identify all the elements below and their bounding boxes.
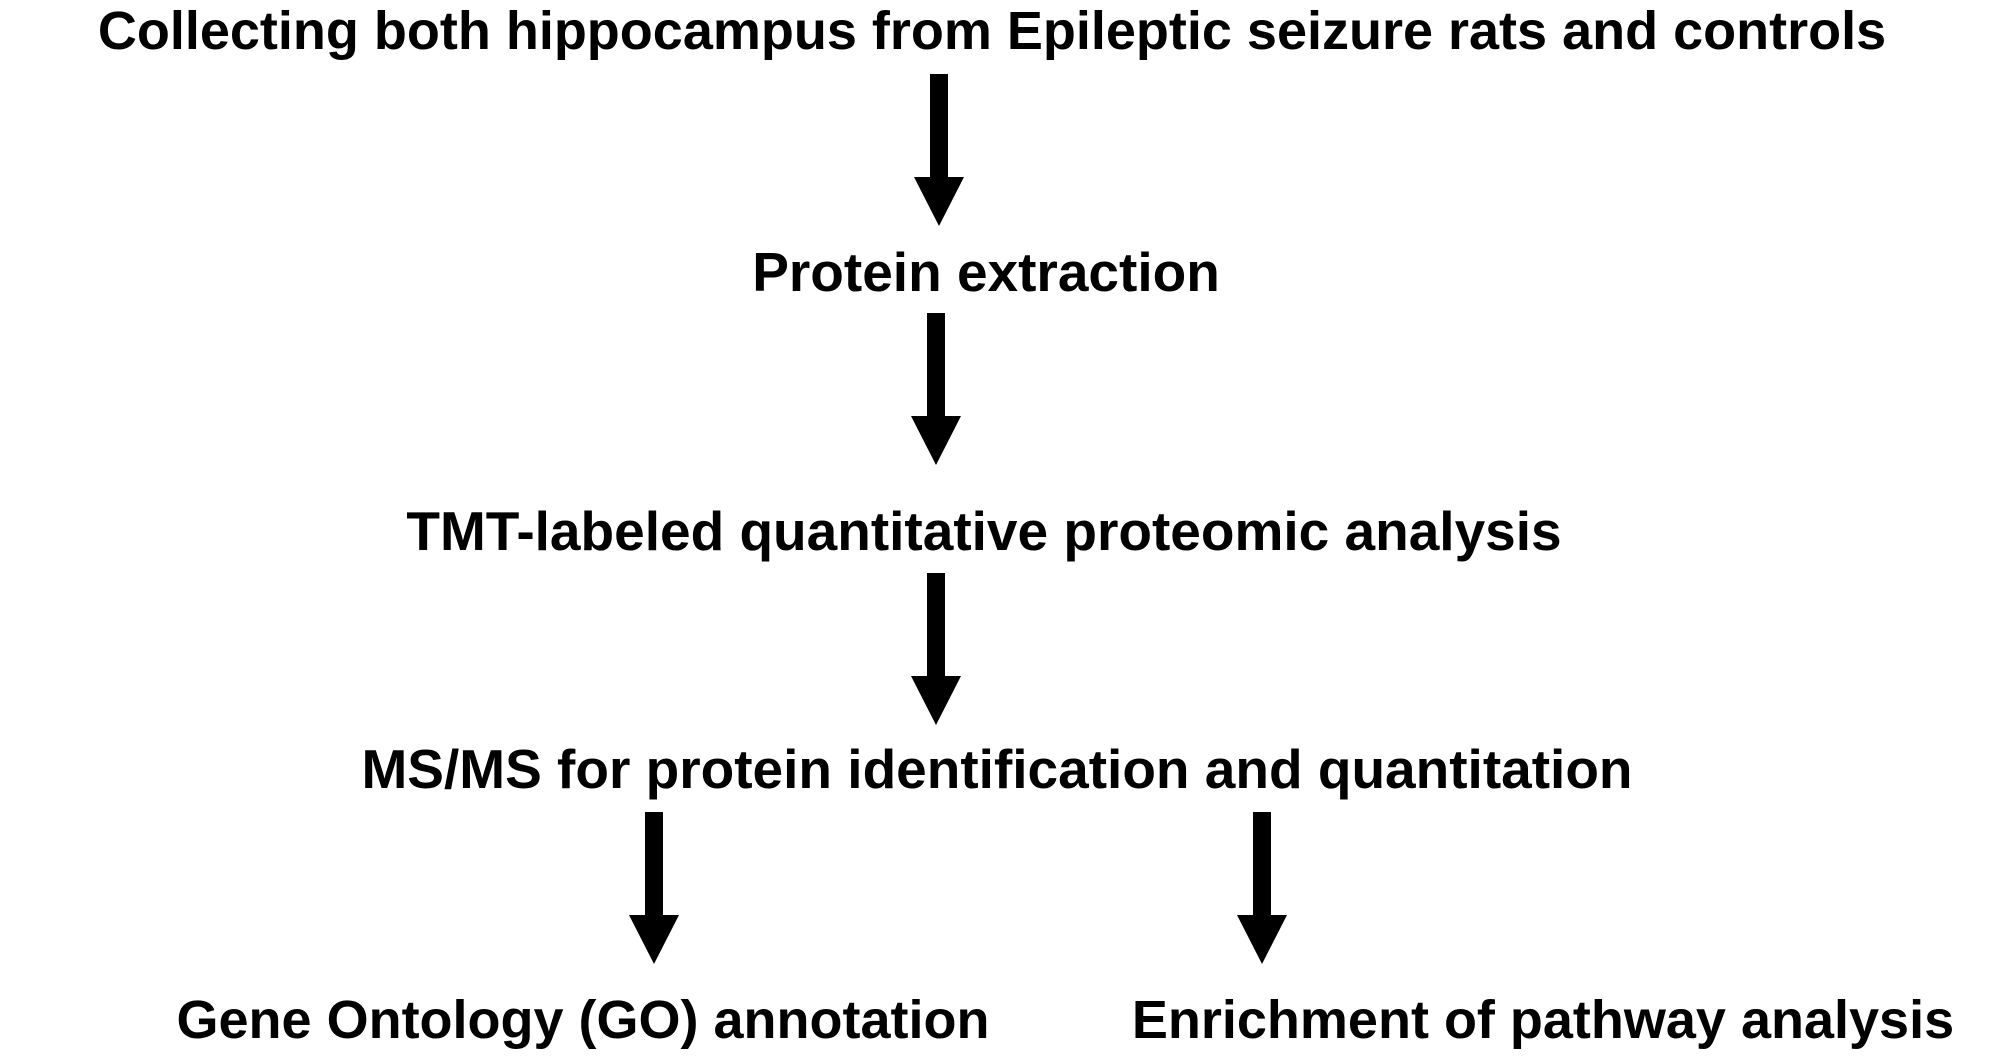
step-collect-hippocampus: Collecting both hippocampus from Epilept… <box>97 1 1887 61</box>
step-go-annotation: Gene Ontology (GO) annotation <box>176 990 990 1050</box>
down-arrow-icon <box>911 573 961 725</box>
down-arrow-icon <box>1237 812 1287 964</box>
down-arrow-icon <box>911 313 961 465</box>
step-tmt-labeled-analysis: TMT-labeled quantitative proteomic analy… <box>406 500 1562 562</box>
down-arrow-icon <box>914 74 964 226</box>
down-arrow-icon <box>629 812 679 964</box>
step-pathway-enrichment: Enrichment of pathway analysis <box>1131 990 1955 1050</box>
step-msms-identification: MS/MS for protein identification and qua… <box>361 738 1633 800</box>
step-protein-extraction: Protein extraction <box>752 241 1220 303</box>
